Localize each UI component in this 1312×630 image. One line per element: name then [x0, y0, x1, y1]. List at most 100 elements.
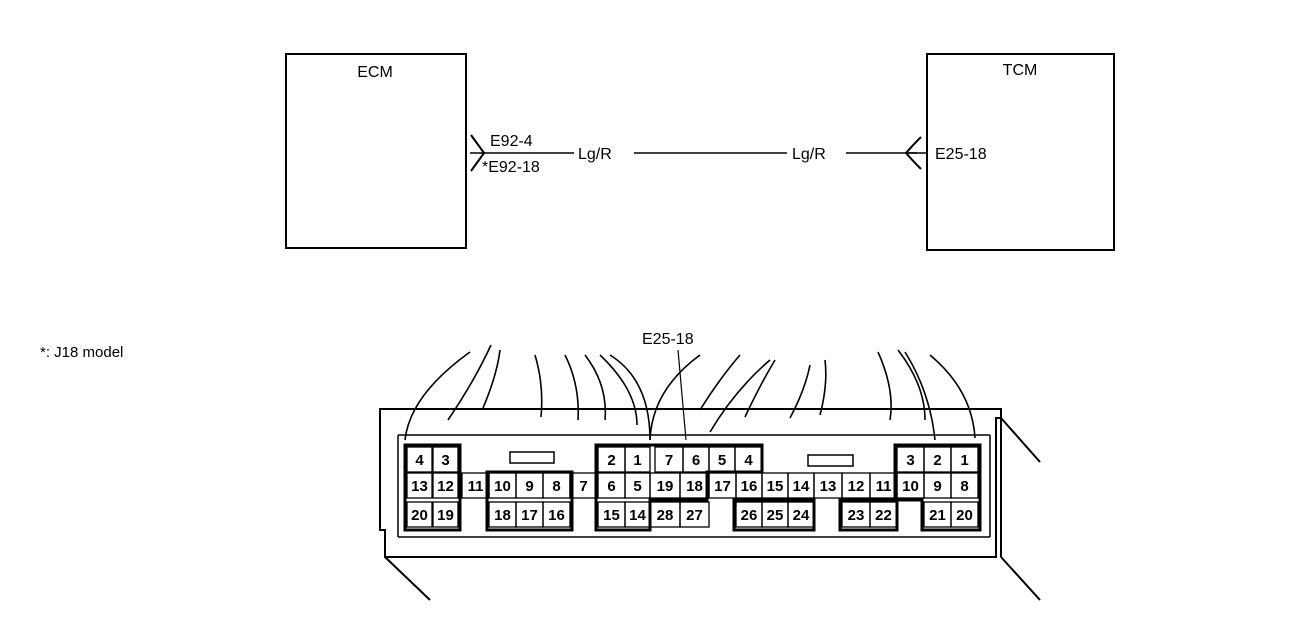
pin-number: 2: [607, 452, 615, 469]
wire-color-left: Lg/R: [578, 146, 612, 163]
connector-pin: 3: [432, 446, 459, 473]
pin-number: 15: [767, 478, 784, 495]
pin-number: 4: [744, 452, 753, 469]
connector-pin: 17: [708, 472, 737, 499]
ecm-terminal-e92-4: E92-4: [490, 133, 533, 150]
connector-pin: 14: [624, 501, 651, 528]
callout-leader: [677, 349, 687, 441]
wire-harness: [404, 344, 976, 441]
pin-number: 8: [552, 478, 560, 495]
tcm-terminal-e25-18: E25-18: [935, 146, 987, 163]
connector-pin: 4: [406, 446, 433, 473]
connector-pin: 18: [488, 501, 517, 528]
connector-pin: 15: [761, 472, 789, 499]
pin-number: 3: [441, 452, 449, 469]
connector-pin: 9: [515, 472, 544, 499]
connector-pin: 22: [869, 501, 898, 528]
pin-number: 5: [633, 478, 641, 495]
pin-number: 7: [579, 478, 587, 495]
connector-pin: 11: [461, 472, 490, 499]
pin-group-outline: [403, 443, 462, 532]
pin-number: 17: [521, 507, 538, 524]
connector-pin: 25: [761, 501, 789, 528]
connector-pin: 2: [597, 446, 626, 473]
connector-pin: 12: [432, 472, 459, 499]
pin-number: 23: [848, 507, 865, 524]
connector-pin: 11: [869, 472, 898, 499]
connector-pin: 1: [624, 446, 651, 473]
pin-number: 25: [767, 507, 784, 524]
pin-group-outline: [594, 443, 764, 532]
connector-pin: 14: [787, 472, 815, 499]
connector-pin: 24: [787, 501, 815, 528]
connector-pin: 28: [649, 501, 681, 528]
pin-number: 14: [793, 478, 810, 495]
connector-pin: 8: [542, 472, 571, 499]
connector-housing: [379, 408, 1041, 601]
pin-group-outline: [838, 498, 899, 532]
pin-number: 10: [902, 478, 919, 495]
pin-number: 17: [714, 478, 731, 495]
pin-number: 21: [929, 507, 946, 524]
connector-pin: 20: [406, 501, 433, 528]
pin-number: 18: [494, 507, 511, 524]
pin-number: 20: [411, 507, 428, 524]
wire-color-right: Lg/R: [792, 146, 826, 163]
pin-number: 12: [848, 478, 865, 495]
pin-number: 1: [633, 452, 641, 469]
pin-group-outline: [485, 470, 574, 532]
pin-number: 28: [657, 507, 674, 524]
pin-number: 6: [607, 478, 615, 495]
ecm-label: ECM: [357, 64, 393, 81]
pin-number: 6: [692, 452, 700, 469]
pin-number: 7: [665, 452, 673, 469]
pin-number: 10: [494, 478, 511, 495]
connector-callout: E25-18: [642, 331, 694, 348]
pin-number: 20: [956, 507, 973, 524]
connector-pin: 15: [597, 501, 626, 528]
pin-number: 16: [548, 507, 565, 524]
pin-number: 19: [437, 507, 454, 524]
connector-pin: 27: [679, 501, 710, 528]
pin-number: 9: [933, 478, 941, 495]
connector-pin: 20: [950, 501, 979, 528]
connector-pin: 7: [569, 472, 598, 499]
pin-number: 12: [437, 478, 454, 495]
connector-pin: 5: [624, 472, 651, 499]
pin-number: 24: [793, 507, 810, 524]
connector-pin: 4: [734, 446, 763, 473]
connector-pin: 1: [950, 446, 979, 473]
pin-number: 1: [960, 452, 968, 469]
pin-number: 9: [525, 478, 533, 495]
pin-number: 27: [686, 507, 703, 524]
pin-group-outline: [732, 498, 816, 532]
connector-pin: 9: [923, 472, 952, 499]
pin-number: 15: [603, 507, 620, 524]
model-note: *: J18 model: [40, 344, 123, 361]
pin-number: 13: [411, 478, 428, 495]
connector-pin: 21: [923, 501, 952, 528]
tcm-label: TCM: [1003, 62, 1038, 79]
connector-pin: 16: [542, 501, 571, 528]
connector-pin: 3: [896, 446, 925, 473]
pin-group-outline: [893, 443, 982, 532]
pin-number: 13: [820, 478, 837, 495]
pin-number: 4: [415, 452, 424, 469]
connector-pin: 2: [923, 446, 952, 473]
pin-number: 18: [686, 478, 703, 495]
pin-number: 8: [960, 478, 968, 495]
connector-pin: 12: [841, 472, 871, 499]
pin-number: 22: [875, 507, 892, 524]
connector-pin-groups: [403, 443, 982, 532]
connector-pin: 26: [735, 501, 763, 528]
connector-pin: 19: [649, 472, 681, 499]
pin-number: 11: [468, 478, 484, 495]
pin-number: 2: [933, 452, 941, 469]
pin-number: 3: [906, 452, 914, 469]
connector-pin: 5: [708, 446, 736, 473]
pin-number: 19: [657, 478, 674, 495]
connector-pin: 17: [515, 501, 544, 528]
ecm-terminal-e92-18: *E92-18: [482, 159, 540, 176]
